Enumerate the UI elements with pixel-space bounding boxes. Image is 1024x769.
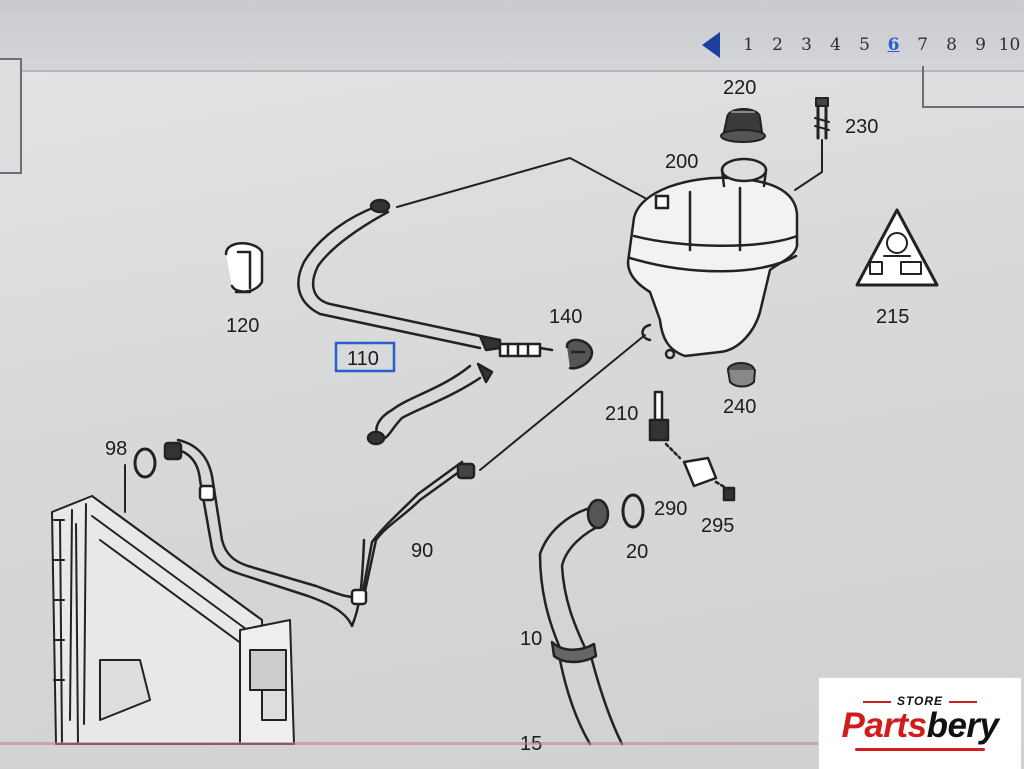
page-link-6-current[interactable]: 6 [887, 35, 900, 55]
clamp-120-part [224, 242, 264, 294]
page-link-4[interactable]: 4 [830, 35, 841, 55]
page-link-10[interactable]: 10 [998, 35, 1021, 55]
previous-page-icon[interactable] [702, 32, 720, 58]
label-20[interactable]: 20 [626, 541, 648, 563]
page-link-9[interactable]: 9 [975, 35, 986, 55]
logo-brand-text: Partsbery [819, 706, 1021, 746]
bottom-divider [0, 742, 820, 745]
page-link-2[interactable]: 2 [772, 35, 783, 55]
logo-brand-part1: Parts [841, 706, 928, 745]
left-panel-edge [0, 58, 22, 174]
label-110-highlight [334, 341, 396, 373]
bolt-230-part [814, 97, 830, 140]
page-link-8[interactable]: 8 [946, 35, 957, 55]
connector-290-part [682, 456, 736, 502]
label-295[interactable]: 295 [701, 515, 734, 537]
hose-10-part [538, 498, 624, 746]
label-215[interactable]: 215 [876, 306, 909, 328]
o-ring-98-part [133, 447, 157, 479]
pipe-90-part [163, 438, 476, 628]
logo-store-text: STORE [819, 694, 1021, 708]
label-98[interactable]: 98 [105, 438, 127, 460]
label-10[interactable]: 10 [520, 628, 542, 650]
reservoir-tank-200 [626, 157, 799, 360]
page-link-5[interactable]: 5 [859, 35, 870, 55]
logo-swoosh [855, 748, 985, 751]
label-140[interactable]: 140 [549, 306, 582, 328]
leader-line-230 [794, 139, 823, 191]
label-220[interactable]: 220 [723, 77, 756, 99]
clamp-140-part [565, 338, 594, 370]
logo-brand-part2: bery [926, 706, 999, 745]
warning-label-215 [855, 208, 939, 287]
sensor-210-part [648, 390, 682, 460]
label-200[interactable]: 200 [665, 151, 698, 173]
o-ring-20-part [621, 493, 645, 529]
label-90[interactable]: 90 [411, 540, 433, 562]
label-230[interactable]: 230 [845, 116, 878, 138]
top-toolbar: 1 2 3 4 5 6 7 8 9 10 [0, 0, 1024, 72]
label-120[interactable]: 120 [226, 315, 259, 337]
label-290[interactable]: 290 [654, 498, 687, 520]
mount-240-part [727, 362, 756, 388]
right-panel-edge [922, 66, 1024, 108]
hose-110-part [297, 198, 554, 446]
leader-line-200-hose [396, 157, 646, 208]
label-240[interactable]: 240 [723, 396, 756, 418]
leader-line-90-tank [479, 334, 646, 471]
page-navigation: 1 2 3 4 5 6 7 8 9 10 [702, 28, 1024, 62]
page-link-1[interactable]: 1 [743, 35, 754, 55]
page-link-7[interactable]: 7 [917, 35, 928, 55]
radiator-part [51, 495, 295, 745]
label-210[interactable]: 210 [605, 403, 638, 425]
watermark-logo: STORE Partsbery [818, 677, 1021, 769]
cap-220-part [720, 108, 766, 143]
page-link-3[interactable]: 3 [801, 35, 812, 55]
label-110[interactable]: 110 [347, 348, 379, 370]
